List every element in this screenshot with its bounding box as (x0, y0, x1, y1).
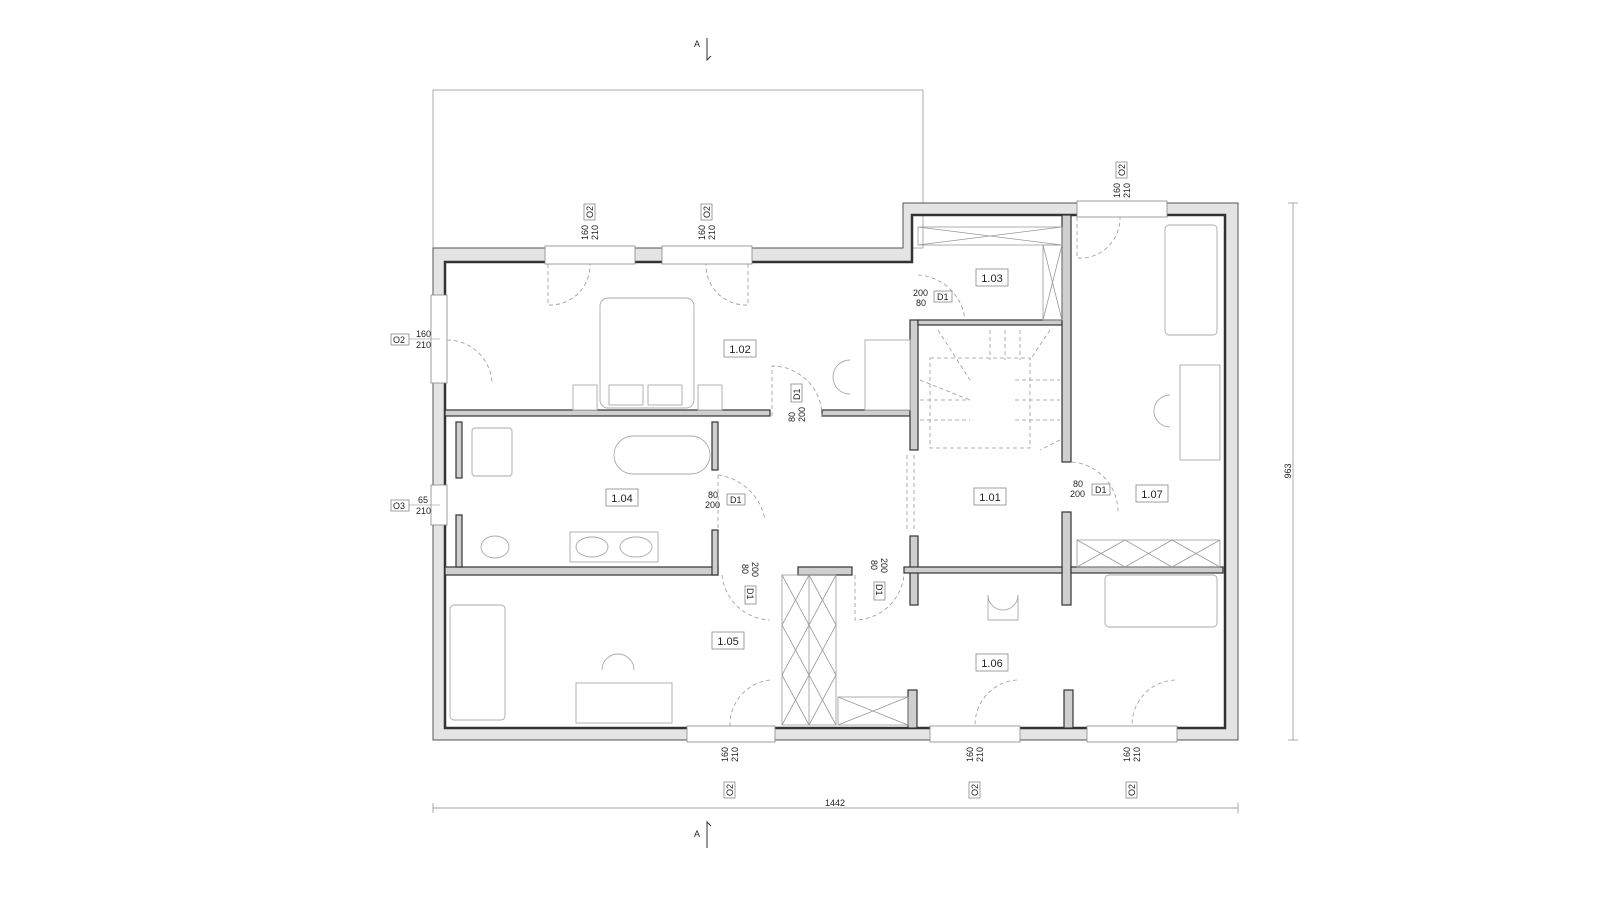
svg-text:80: 80 (787, 412, 797, 422)
svg-text:210: 210 (1132, 747, 1142, 762)
desk-107 (1179, 364, 1221, 461)
svg-text:200: 200 (750, 562, 760, 577)
bathtub (613, 435, 711, 475)
svg-text:160: 160 (965, 747, 975, 762)
door-swings (446, 216, 1176, 727)
svg-text:80: 80 (708, 490, 718, 500)
svg-text:O2: O2 (393, 335, 405, 345)
svg-text:80: 80 (916, 298, 926, 308)
dimension-depth: 963 (1283, 202, 1298, 741)
exterior-wall-inner-line (443, 213, 1227, 730)
svg-text:200: 200 (797, 407, 807, 422)
double-bed (599, 297, 695, 409)
svg-text:210: 210 (975, 747, 985, 762)
svg-text:1.03: 1.03 (981, 273, 1002, 285)
staircase (906, 329, 1061, 530)
room-label-1.02: 1.02 (723, 339, 757, 358)
svg-text:200: 200 (879, 558, 889, 573)
desk (864, 339, 911, 411)
svg-text:160: 160 (1122, 747, 1132, 762)
svg-text:O2: O2 (702, 206, 712, 218)
exterior-wall (432, 202, 1239, 741)
svg-text:1.05: 1.05 (717, 636, 738, 648)
svg-text:O2: O2 (970, 784, 980, 796)
svg-text:A: A (694, 829, 700, 839)
svg-text:210: 210 (416, 340, 431, 350)
svg-text:O2: O2 (725, 784, 735, 796)
single-bed-106 (1104, 574, 1218, 628)
shower (471, 427, 513, 477)
room-label-1.05: 1.05 (711, 631, 745, 650)
svg-text:1.06: 1.06 (981, 658, 1002, 670)
svg-text:160: 160 (580, 225, 590, 240)
svg-text:200: 200 (705, 500, 720, 510)
svg-text:O3: O3 (393, 501, 405, 511)
svg-text:210: 210 (707, 225, 717, 240)
svg-text:D1: D1 (745, 588, 755, 600)
svg-text:80: 80 (1073, 479, 1083, 489)
section-marker-top: A (694, 38, 712, 62)
svg-text:O2: O2 (1117, 164, 1127, 176)
room-label-1.01: 1.01 (973, 487, 1007, 506)
svg-text:160: 160 (416, 329, 431, 339)
svg-text:80: 80 (740, 564, 750, 574)
svg-text:200: 200 (913, 288, 928, 298)
svg-text:80: 80 (869, 560, 879, 570)
svg-text:D1: D1 (937, 292, 949, 302)
svg-text:210: 210 (416, 506, 431, 516)
room-label-1.04: 1.04 (605, 488, 639, 507)
svg-text:D1: D1 (792, 388, 802, 400)
desk-105 (575, 682, 673, 724)
svg-text:1.04: 1.04 (611, 493, 632, 505)
svg-text:D1: D1 (1095, 485, 1107, 495)
svg-text:1442: 1442 (825, 798, 845, 808)
svg-text:D1: D1 (730, 495, 742, 505)
svg-text:210: 210 (730, 747, 740, 762)
room-label-1.06: 1.06 (975, 653, 1009, 672)
single-bed-105 (449, 604, 506, 721)
svg-text:200: 200 (1070, 489, 1085, 499)
dimension-width: 1442 (432, 798, 1239, 813)
svg-text:O2: O2 (1127, 784, 1137, 796)
svg-text:1.02: 1.02 (729, 344, 750, 356)
single-bed-107 (1164, 224, 1218, 336)
furniture (449, 224, 1221, 724)
room-label-1.03: 1.03 (975, 268, 1009, 287)
svg-text:963: 963 (1283, 463, 1293, 478)
interior-walls (444, 214, 1224, 729)
chair-106 (987, 594, 1019, 621)
window-openings (430, 200, 1178, 743)
terrace-outline (432, 89, 924, 249)
svg-text:160: 160 (1112, 183, 1122, 198)
section-marker-bottom: A (694, 820, 712, 848)
svg-text:D1: D1 (874, 584, 884, 596)
svg-text:160: 160 (697, 225, 707, 240)
room-label-1.07: 1.07 (1135, 484, 1169, 503)
toilet (480, 535, 510, 559)
wardrobes (781, 226, 1221, 726)
svg-text:210: 210 (1122, 183, 1132, 198)
svg-text:65: 65 (418, 495, 428, 505)
svg-text:A: A (694, 39, 700, 49)
svg-text:1.07: 1.07 (1141, 489, 1162, 501)
svg-text:210: 210 (590, 225, 600, 240)
svg-text:160: 160 (720, 747, 730, 762)
svg-text:1.01: 1.01 (979, 492, 1000, 504)
svg-text:O2: O2 (585, 206, 595, 218)
